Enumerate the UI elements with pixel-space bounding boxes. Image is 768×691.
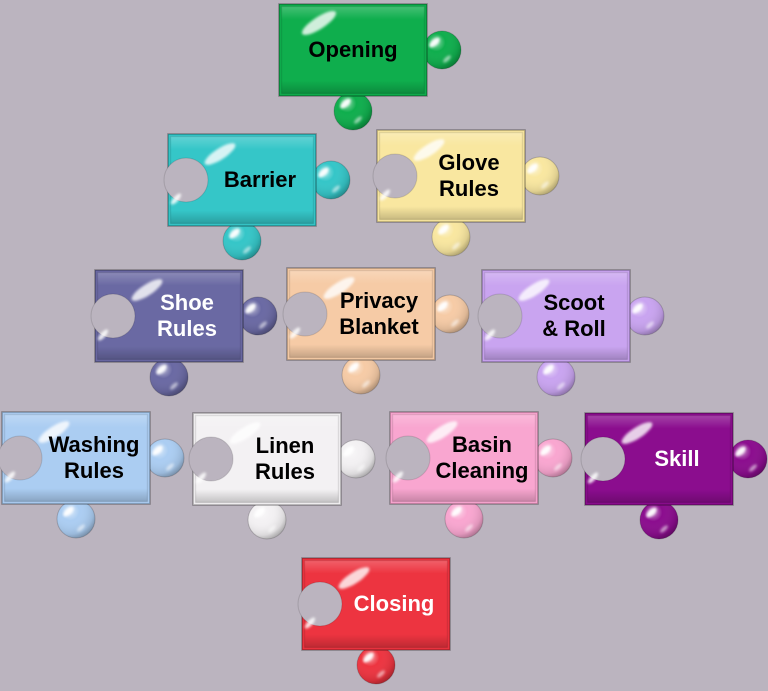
puzzle-piece-barrier: Barrier [164, 130, 364, 275]
puzzle-piece-opening: Opening [275, 0, 475, 145]
puzzle-piece-closing: Closing [298, 554, 498, 691]
puzzle-shape [275, 0, 475, 145]
puzzle-piece-shoe-rules: Shoe Rules [91, 266, 291, 411]
puzzle-piece-scoot-and-roll: Scoot & Roll [478, 266, 678, 411]
puzzle-shape [581, 409, 768, 554]
puzzle-piece-linen-rules: Linen Rules [189, 409, 389, 554]
puzzle-shape [164, 130, 364, 275]
puzzle-shape [283, 264, 483, 409]
puzzle-shape [478, 266, 678, 411]
puzzle-shape [386, 408, 586, 553]
puzzle-piece-basin-cleaning: Basin Cleaning [386, 408, 586, 553]
puzzle-shape [189, 409, 389, 554]
puzzle-piece-skill: Skill [581, 409, 768, 554]
puzzle-piece-washing-rules: Washing Rules [0, 408, 198, 553]
puzzle-piece-glove-rules: Glove Rules [373, 126, 573, 271]
puzzle-piece-privacy-blanket: Privacy Blanket [283, 264, 483, 409]
puzzle-shape [0, 408, 198, 553]
puzzle-shape [298, 554, 498, 691]
puzzle-shape [373, 126, 573, 271]
puzzle-shape [91, 266, 291, 411]
